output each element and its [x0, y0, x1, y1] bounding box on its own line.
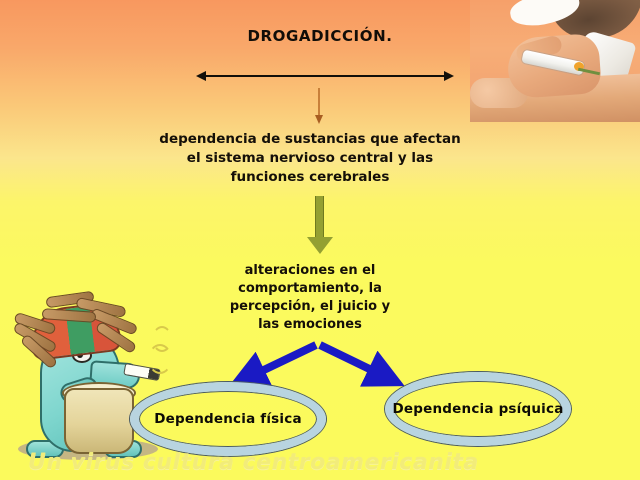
- syringe-injection-photo: [470, 0, 640, 122]
- effects-line-1: alteraciones en el: [244, 263, 376, 278]
- page-title: DROGADICCIÓN.: [247, 27, 393, 45]
- ghost-footer-text: Un virus cultura centroamericanita: [28, 450, 479, 475]
- smoke-wisp: [148, 344, 172, 374]
- outcome-node-psiquica[interactable]: Dependencia psíquica: [385, 372, 571, 446]
- rasta-creature-cartoon: [12, 288, 172, 470]
- effects-line-3: percepción, el juicio y: [229, 299, 391, 314]
- green-down-arrow-icon: [307, 196, 333, 254]
- effects-line-4: las emociones: [258, 317, 362, 332]
- orange-down-arrow-icon: [315, 88, 323, 124]
- cartoon-bongo-drum: [64, 388, 134, 454]
- outcome-node-fisica[interactable]: Dependencia física: [130, 382, 326, 456]
- definition-line-2: el sistema nervioso central y las: [186, 150, 434, 166]
- outcome-label-psiquica: Dependencia psíquica: [392, 401, 564, 417]
- definition-node: dependencia de sustancias que afectan el…: [150, 130, 470, 187]
- blue-arrow-right: [318, 341, 405, 387]
- effects-line-2: comportamiento, la: [238, 281, 382, 296]
- outcome-label-fisica: Dependencia física: [154, 411, 302, 427]
- photo-liquid-drop: [574, 62, 584, 71]
- blue-arrow-left: [228, 341, 318, 388]
- double-headed-arrow-icon: [196, 71, 454, 81]
- effects-node: alteraciones en el comportamiento, la pe…: [200, 262, 420, 334]
- definition-line-1: dependencia de sustancias que afectan: [159, 131, 461, 147]
- definition-line-3: funciones cerebrales: [230, 169, 390, 185]
